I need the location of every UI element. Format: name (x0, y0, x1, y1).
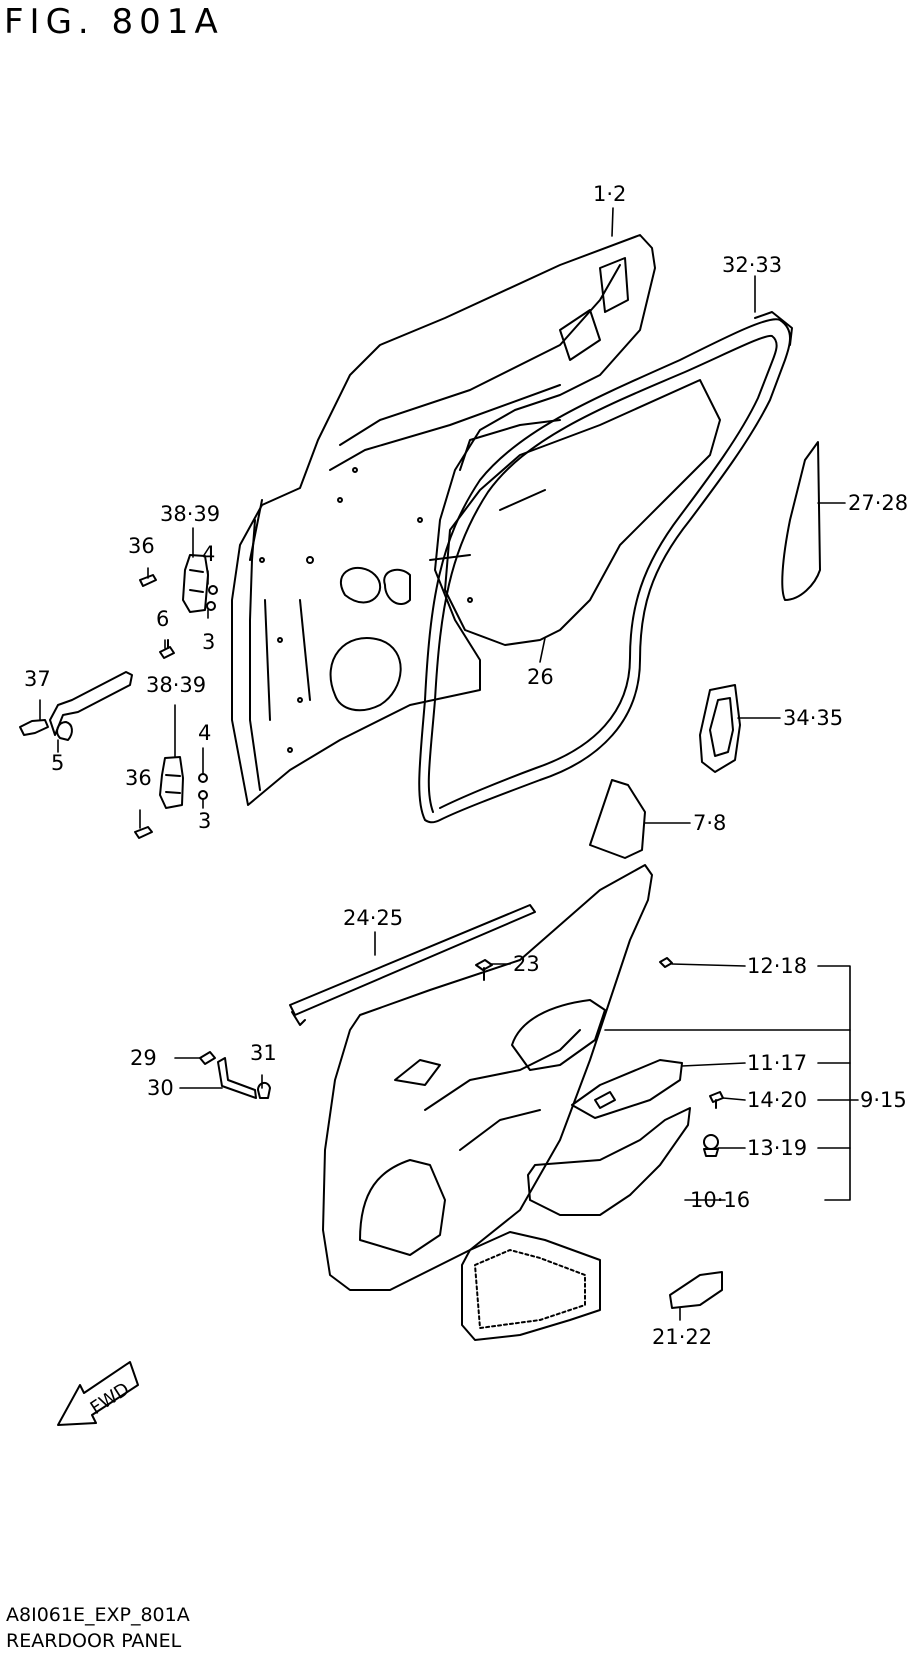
clip-29-drawing (199, 1051, 216, 1065)
callout-3-upper: 3 (202, 630, 215, 654)
callout-36-lower: 36 (125, 766, 152, 790)
callout-9: 9·15 (860, 1088, 907, 1112)
callout-38-upper: 38·39 (160, 502, 220, 526)
callout-3-lower: 3 (198, 809, 211, 833)
sash-trim-drawing (781, 441, 821, 601)
callout-1: 1·2 (593, 182, 626, 206)
lower-pocket-trim-drawing (527, 1107, 691, 1216)
door-sealing-film-drawing (444, 379, 721, 646)
callout-36-upper: 36 (128, 534, 155, 558)
callout-5: 5 (51, 751, 64, 775)
callout-23: 23 (513, 952, 540, 976)
callout-37: 37 (24, 667, 51, 691)
callout-29: 29 (130, 1046, 157, 1070)
callout-27: 27·28 (848, 491, 908, 515)
callout-34: 34·35 (783, 706, 843, 730)
leader-lines (39, 207, 859, 1321)
callout-14: 14·20 (747, 1088, 807, 1112)
callout-31: 31 (250, 1041, 277, 1065)
callout-24: 24·25 (343, 906, 403, 930)
callout-32: 32·33 (722, 253, 782, 277)
fwd-arrow-icon (57, 1361, 139, 1426)
figure-name: REARDOOR PANEL (6, 1630, 182, 1652)
figure-title: FIG. 801A (4, 2, 224, 42)
figure-code: A8I061E_EXP_801A (6, 1604, 190, 1626)
corner-garnish-drawing (589, 779, 646, 859)
bracket-30-drawing (217, 1057, 257, 1099)
callout-21: 21·22 (652, 1325, 712, 1349)
callout-30: 30 (147, 1076, 174, 1100)
clip-12-drawing (659, 957, 673, 968)
callout-26: 26 (527, 665, 554, 689)
screw-14-drawing (709, 1091, 724, 1109)
door-check-drawing (19, 671, 133, 741)
callout-13: 13·19 (747, 1136, 807, 1160)
callout-7: 7·8 (693, 811, 726, 835)
trim-clip-23-drawing (475, 959, 493, 981)
belt-molding-drawing (289, 904, 536, 1026)
door-trim-panel-drawing (322, 864, 653, 1291)
callout-12: 12·18 (747, 954, 807, 978)
callout-4-upper: 4 (202, 542, 215, 566)
hinge-bolt-6-drawing (159, 639, 175, 659)
callout-labels: 1·2 32·33 27·28 26 38·39 36 4 6 3 37 5 3… (24, 182, 908, 1419)
fastener-13-drawing (703, 1134, 719, 1157)
armrest-trim-drawing (571, 1059, 683, 1119)
callout-4-lower: 4 (198, 721, 211, 745)
callout-6: 6 (156, 607, 169, 631)
speaker-grille-drawing (461, 1231, 723, 1341)
callout-10: 10·16 (690, 1188, 750, 1212)
clip-31-drawing (257, 1082, 271, 1099)
callout-11: 11·17 (747, 1051, 807, 1075)
inner-handle-bezel-drawing (699, 684, 741, 773)
lower-hinge-drawing (134, 756, 208, 839)
door-outer-panel-drawing (231, 234, 656, 806)
door-weatherstrip-drawing (418, 311, 793, 824)
callout-38-lower: 38·39 (146, 673, 206, 697)
